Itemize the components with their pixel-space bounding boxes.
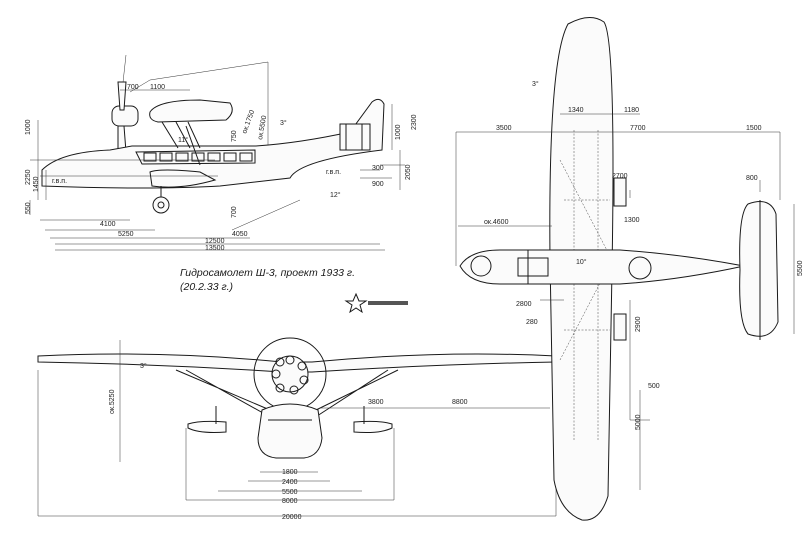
cabin-windows — [143, 152, 253, 162]
dim-700-bottom: 700 — [231, 206, 238, 218]
dim-20000: 20000 — [282, 514, 302, 521]
dim-2700: 2700 — [612, 173, 628, 180]
dim-8000: 8000 — [282, 498, 298, 505]
dim-5500-top: 5500 — [797, 260, 804, 276]
landing-wheel — [152, 196, 170, 214]
top-float-right — [613, 313, 627, 341]
dim-5500: ок.5500 — [257, 115, 268, 140]
dim-4600: ок.4600 — [484, 219, 509, 226]
dim-4100: 4100 — [100, 221, 116, 228]
dim-550: 550 — [25, 202, 32, 214]
top-angle-3: 3° — [532, 80, 539, 88]
dim-1800: 1800 — [282, 469, 298, 476]
dim-5250-front: ок.5250 — [109, 389, 116, 414]
top-fuselage — [459, 249, 745, 285]
dim-2050: 2050 — [405, 164, 412, 180]
dim-2300: 2300 — [411, 114, 418, 130]
float-left — [187, 420, 227, 433]
front-dim-lines — [37, 340, 557, 517]
dim-280: 280 — [526, 319, 538, 326]
caption-title: Гидросамолет Ш-3, проект 1933 г. — [180, 267, 355, 279]
dim-1450: 1450 — [33, 176, 40, 192]
upper-wing — [149, 99, 233, 123]
side-view: 700 1100 1000 2250 1450 550 г.в.п. 750 о… — [25, 54, 418, 252]
dim-5250: 5250 — [118, 231, 134, 238]
float — [149, 169, 217, 188]
dim-8800: 8800 — [452, 399, 468, 406]
side-dim-lines — [29, 89, 405, 251]
dim-500: 500 — [648, 383, 660, 390]
dim-1000-right: 1000 — [395, 124, 402, 140]
hull-side — [41, 98, 385, 189]
front-angle-3: 3° — [140, 362, 147, 370]
dim-900: 900 — [372, 181, 384, 188]
top-angle-10: 10° — [576, 258, 587, 266]
float-right — [353, 420, 393, 433]
dim-2400: 2400 — [282, 479, 298, 486]
dim-7700: 7700 — [630, 125, 646, 132]
dim-3800: 3800 — [368, 399, 384, 406]
top-engine — [517, 257, 549, 277]
top-dim-lines — [455, 113, 795, 490]
dim-1750: ок.1750 — [241, 109, 256, 134]
dim-800: 800 — [746, 175, 758, 182]
front-hull — [257, 403, 323, 459]
dim-2900: 2900 — [635, 316, 642, 332]
dim-4050: 4050 — [232, 231, 248, 238]
dim-1300: 1300 — [624, 217, 640, 224]
angle-3: 3° — [280, 119, 287, 127]
gvp-left: г.в.п. — [52, 178, 67, 185]
dim-2250: 2250 — [25, 169, 32, 185]
angle-12: 12° — [330, 191, 341, 199]
top-float-left — [613, 177, 627, 207]
dim-1340: 1340 — [568, 107, 584, 114]
scale-bar — [368, 301, 408, 305]
dim-750: 750 — [231, 130, 238, 142]
caption-date: (20.2.33 г.) — [180, 281, 233, 293]
top-view: 3° 1340 1180 3500 7700 1500 2700 800 ок.… — [455, 17, 804, 521]
engine-cowling — [271, 355, 309, 393]
dim-3500: 3500 — [496, 125, 512, 132]
dim-1180: 1180 — [624, 107, 639, 114]
dim-5000: 5000 — [635, 414, 642, 430]
dim-12500: 12500 — [205, 238, 225, 245]
tail-fin — [339, 123, 371, 151]
dim-2800: 2800 — [516, 301, 532, 308]
dim-700: 700 — [127, 84, 139, 91]
front-view: ок.5250 3° 3800 8800 1800 2400 5500 8000… — [37, 337, 557, 521]
dim-1100: 1100 — [150, 84, 165, 91]
dim-300: 300 — [372, 165, 384, 172]
top-tailplane — [739, 201, 779, 337]
angle-11: 11° — [178, 136, 188, 144]
drawing-caption: Гидросамолет Ш-3, проект 1933 г. (20.2.3… — [180, 267, 408, 314]
engine-nacelle — [111, 105, 139, 127]
dim-5500-front: 5500 — [282, 489, 298, 496]
dim-1500: 1500 — [746, 125, 762, 132]
dim-13500: 13500 — [205, 245, 225, 252]
propeller-upper — [117, 81, 127, 111]
dim-1000-left: 1000 — [25, 119, 32, 135]
gvp-right: г.в.п. — [326, 169, 341, 176]
star-emblem-icon — [344, 292, 368, 314]
